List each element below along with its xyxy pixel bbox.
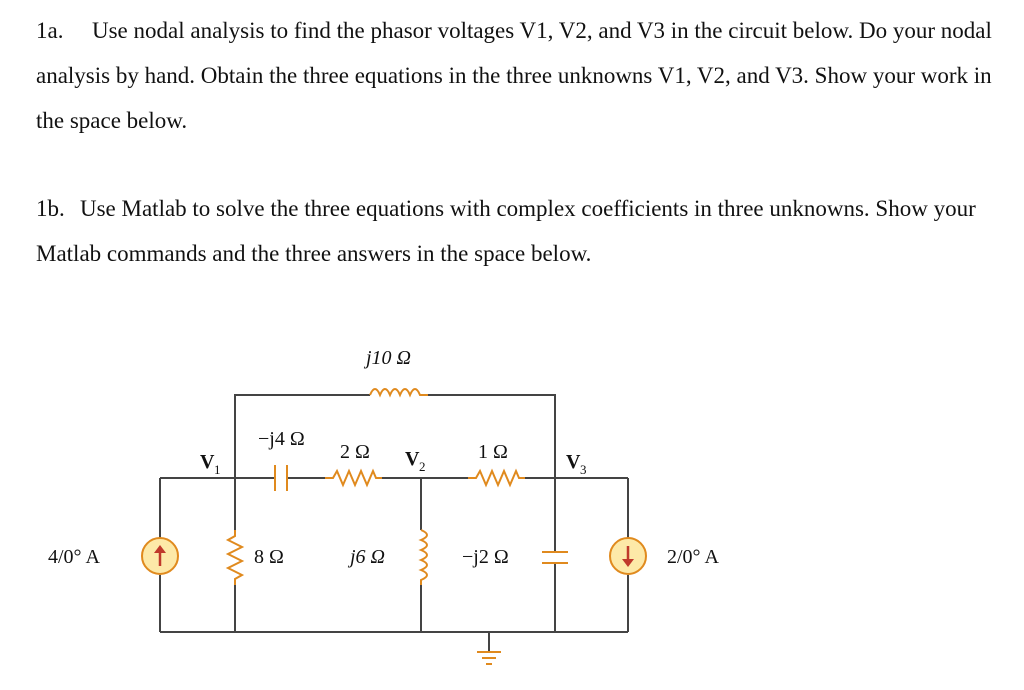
problem-1b: 1b.Use Matlab to solve the three equatio… (36, 186, 996, 276)
node-label-v2: V (405, 448, 420, 470)
label-capacitor-minus-j2: −j2 Ω (462, 546, 509, 568)
inductor-j10 (369, 388, 428, 398)
current-source-right-icon (609, 537, 647, 575)
inductor-j6 (418, 529, 428, 585)
label-source-right: 2/0° A (667, 546, 719, 568)
label-inductor-j10: j10 Ω (363, 347, 411, 369)
node-label-v1-sub: 1 (214, 462, 221, 477)
resistor-2-ohm (325, 468, 382, 488)
problem-1a-number: 1a. (36, 18, 64, 43)
problem-1b-number: 1b. (36, 196, 65, 221)
node-label-v2-sub: 2 (419, 459, 426, 474)
node-label-v1: V (200, 451, 215, 473)
circuit-wires (159, 394, 629, 652)
current-source-left-icon (141, 537, 179, 575)
resistor-8-ohm (225, 530, 245, 585)
problem-1a: 1a.Use nodal analysis to find the phasor… (36, 8, 996, 143)
label-capacitor-minus-j4: −j4 Ω (258, 428, 305, 450)
problem-1a-text: Use nodal analysis to find the phasor vo… (36, 18, 992, 133)
node-label-v3: V (566, 451, 581, 473)
label-resistor-2-ohm: 2 Ω (340, 441, 370, 463)
label-resistor-1-ohm: 1 Ω (478, 441, 508, 463)
node-label-v3-sub: 3 (580, 462, 587, 477)
problem-1b-text: Use Matlab to solve the three equations … (36, 196, 976, 266)
capacitor-minus-j2 (542, 551, 568, 564)
label-source-left: 4/0° A (48, 546, 100, 568)
label-resistor-8-ohm: 8 Ω (254, 546, 284, 568)
ground-icon (477, 651, 501, 665)
resistor-1-ohm (468, 468, 525, 488)
capacitor-minus-j4 (274, 465, 288, 491)
label-inductor-j6: j6 Ω (347, 546, 385, 568)
